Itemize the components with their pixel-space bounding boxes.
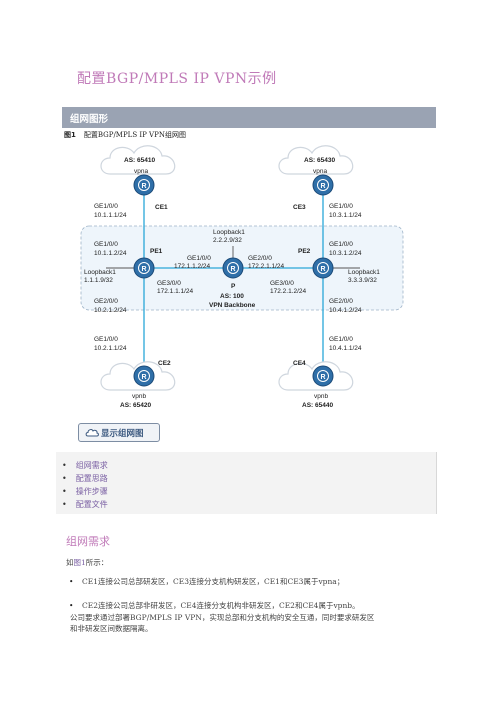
ce4-name: CE4 bbox=[293, 360, 306, 367]
ce4-interface: GE1/0/0 bbox=[329, 336, 353, 343]
ce3-name: CE3 bbox=[293, 204, 306, 211]
ce1-ip: 10.1.1.1/24 bbox=[94, 212, 127, 219]
show-diagram-button[interactable]: 显示组网图 bbox=[78, 423, 160, 442]
p-loopback-name: Loopback1 bbox=[213, 229, 245, 236]
toc-item-approach[interactable]: 配置思路 bbox=[62, 473, 108, 484]
requirements-intro: 如图1所示： bbox=[66, 557, 108, 568]
section-bar: 组网图形 bbox=[62, 107, 436, 128]
toc-link[interactable]: 配置思路 bbox=[75, 474, 108, 483]
pe1-bottom-ip: 10.2.1.2/24 bbox=[94, 307, 127, 314]
pe2-loopback-ip: 3.3.3.9/32 bbox=[348, 277, 377, 284]
ce1-interface: GE1/0/0 bbox=[94, 203, 118, 210]
pe2-bottom-ip: 10.4.1.2/24 bbox=[329, 307, 362, 314]
pe1-loopback-ip: 1.1.1.9/32 bbox=[84, 277, 113, 284]
ce2-interface: GE1/0/0 bbox=[94, 336, 118, 343]
p-loopback-ip: 2.2.2.9/32 bbox=[213, 237, 242, 244]
bullet-2-line-1: CE2连接公司总部非研发区，CE4连接分支机构非研发区，CE2和CE4属于vpn… bbox=[82, 601, 360, 610]
pe2-left-ip: 172.2.1.2/24 bbox=[270, 288, 307, 295]
pe1-right-interface: GE3/0/0 bbox=[157, 280, 181, 287]
figure-caption: 图1 配置BGP/MPLS IP VPN组网图 bbox=[64, 130, 186, 140]
pe1-loopback-name: Loopback1 bbox=[84, 269, 116, 276]
page-title: 配置BGP/MPLS IP VPN示例 bbox=[77, 71, 277, 87]
cloud-icon bbox=[85, 429, 99, 437]
p-left-interface: GE1/0/0 bbox=[187, 255, 211, 262]
ce4-router-icon bbox=[312, 365, 334, 387]
pe1-name: PE1 bbox=[150, 248, 163, 255]
pe2-top-interface: GE1/0/0 bbox=[329, 241, 353, 248]
ce2-ip: 10.2.1.1/24 bbox=[94, 345, 127, 352]
intro-prefix: 如 bbox=[66, 558, 74, 567]
ce2-name: CE2 bbox=[158, 360, 171, 367]
ce4-as-label: AS: 65440 bbox=[302, 402, 333, 409]
p-right-interface: GE2/0/0 bbox=[248, 255, 272, 262]
ce2-vpn-label: vpnb bbox=[132, 393, 146, 400]
ce3-router-icon bbox=[312, 174, 334, 196]
section-bar-label: 组网图形 bbox=[70, 114, 109, 125]
figure-link[interactable]: 图1 bbox=[73, 558, 86, 567]
show-diagram-label: 显示组网图 bbox=[101, 429, 144, 439]
requirement-bullet-2-cont: 公司要求通过部署BGP/MPLS IP VPN，实现总部和分支机构的安全互通，同… bbox=[70, 612, 436, 634]
ce1-router-icon bbox=[133, 174, 155, 196]
requirement-bullet-1: CE1连接公司总部研发区，CE3连接分支机构研发区，CE1和CE3属于vpna； bbox=[69, 576, 432, 587]
ce1-as-label: AS: 65410 bbox=[124, 157, 155, 164]
pe1-top-interface: GE1/0/0 bbox=[94, 241, 118, 248]
bullet-2-line-3: 和非研发区间数据隔离。 bbox=[70, 624, 153, 633]
ce4-vpn-label: vpnb bbox=[314, 393, 328, 400]
pe1-top-ip: 10.1.1.2/24 bbox=[94, 250, 127, 257]
ce1-name: CE1 bbox=[155, 204, 168, 211]
pe2-name: PE2 bbox=[298, 248, 311, 255]
bullet-2-line-2: 公司要求通过部署BGP/MPLS IP VPN，实现总部和分支机构的安全互通，同… bbox=[70, 613, 375, 622]
ce3-interface: GE1/0/0 bbox=[329, 203, 353, 210]
ce3-as-label: AS: 65430 bbox=[304, 157, 335, 164]
p-as-label: AS: 100 bbox=[220, 293, 244, 300]
toc-box: 组网需求 配置思路 操作步骤 配置文件 bbox=[56, 452, 437, 514]
pe2-loopback-name: Loopback1 bbox=[348, 269, 380, 276]
backbone-label: VPN Backbone bbox=[209, 302, 256, 309]
ce4-ip: 10.4.1.1/24 bbox=[329, 345, 362, 352]
toc-link[interactable]: 配置文件 bbox=[75, 500, 108, 509]
figure-caption-text: 配置BGP/MPLS IP VPN组网图 bbox=[83, 131, 186, 139]
toc-item-requirements[interactable]: 组网需求 bbox=[62, 460, 108, 471]
pe1-bottom-interface: GE2/0/0 bbox=[94, 298, 118, 305]
pe2-top-ip: 10.3.1.2/24 bbox=[329, 250, 362, 257]
pe2-left-interface: GE3/0/0 bbox=[270, 280, 294, 287]
toc-link[interactable]: 操作步骤 bbox=[75, 487, 108, 496]
requirement-bullet-2: CE2连接公司总部非研发区，CE4连接分支机构非研发区，CE2和CE4属于vpn… bbox=[69, 600, 432, 611]
ce3-ip: 10.3.1.1/24 bbox=[329, 212, 362, 219]
figure-number: 图1 bbox=[64, 131, 76, 139]
requirements-heading: 组网需求 bbox=[66, 535, 110, 548]
pe2-bottom-interface: GE2/0/0 bbox=[329, 298, 353, 305]
network-diagram: R bbox=[80, 145, 404, 409]
p-left-ip: 172.1.1.2/24 bbox=[174, 263, 211, 270]
toc-link[interactable]: 组网需求 bbox=[75, 461, 108, 470]
ce3-vpn-label: vpna bbox=[313, 168, 327, 175]
intro-suffix: 所示： bbox=[85, 558, 109, 567]
bullet-1-text: CE1连接公司总部研发区，CE3连接分支机构研发区，CE1和CE3属于vpna； bbox=[82, 577, 345, 586]
toc-item-procedure[interactable]: 操作步骤 bbox=[62, 486, 108, 497]
ce1-vpn-label: vpna bbox=[134, 168, 148, 175]
p-name: P bbox=[231, 283, 236, 290]
pe1-router-icon bbox=[133, 257, 155, 279]
ce2-router-icon bbox=[133, 365, 155, 387]
ce2-as-label: AS: 65420 bbox=[120, 402, 151, 409]
p-right-ip: 172.2.1.1/24 bbox=[248, 263, 285, 270]
pe1-right-ip: 172.1.1.1/24 bbox=[157, 288, 194, 295]
p-router-icon bbox=[222, 257, 244, 279]
pe2-router-icon bbox=[312, 257, 334, 279]
toc-item-config-files[interactable]: 配置文件 bbox=[62, 499, 108, 510]
